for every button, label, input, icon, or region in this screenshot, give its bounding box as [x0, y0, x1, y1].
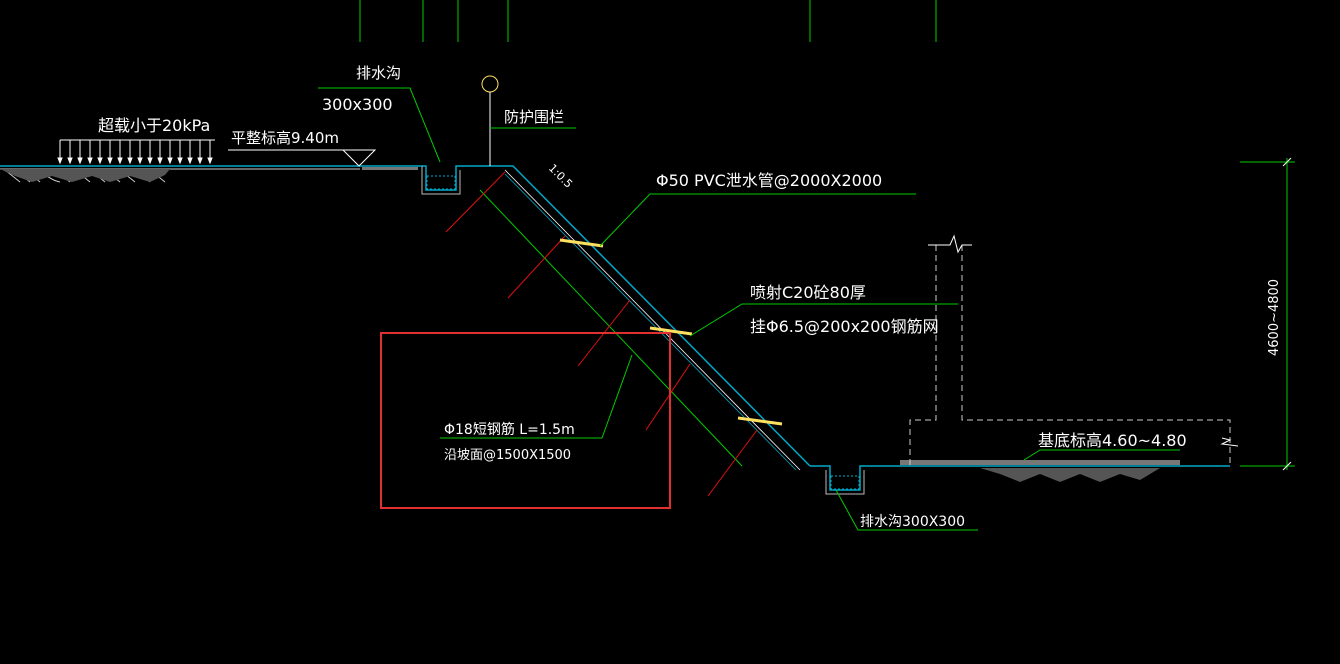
break-symbol	[928, 234, 1239, 447]
top-surface	[360, 165, 418, 170]
ground-bottom	[900, 460, 1180, 482]
base-elevation-label: 基底标高4.60~4.80	[1038, 431, 1187, 450]
drain-top-label: 排水沟	[356, 64, 401, 82]
surcharge-load-arrows	[57, 139, 215, 165]
shotcrete-label: 喷射C20砼80厚	[750, 283, 866, 302]
top-cutoff-lines	[359, 0, 937, 42]
grade-elevation-label: 平整标高9.40m	[231, 129, 339, 147]
mesh-label: 挂Φ6.5@200x200钢筋网	[750, 317, 939, 336]
drain-top-size-label: 300x300	[322, 95, 393, 114]
elevation-marker-top	[228, 149, 377, 167]
dashed-foundation	[909, 245, 1231, 466]
pvc-pipe-label: Φ50 PVC泄水管@2000X2000	[656, 171, 882, 190]
protective-railing	[481, 75, 576, 166]
drain-bottom	[810, 465, 1230, 495]
drain-top	[418, 165, 505, 195]
nail-end-line	[479, 189, 743, 467]
height-dimension	[1240, 157, 1295, 471]
short-rebar-spacing-label: 沿坡面@1500X1500	[444, 448, 571, 463]
drain-bottom-label: 排水沟300X300	[860, 514, 965, 530]
railing-label: 防护围栏	[504, 108, 564, 126]
selection-box[interactable]	[380, 332, 671, 509]
pvc-drain-pipes	[559, 238, 783, 426]
surcharge-label: 超载小于20kPa	[98, 116, 210, 135]
leader-lines	[318, 87, 1180, 531]
dimension-label: 4600~4800	[1267, 279, 1282, 356]
slope-ratio-label: 1:0.5	[546, 162, 575, 191]
short-rebar-label: Φ18短钢筋 L=1.5m	[444, 421, 575, 438]
ground-left	[0, 165, 360, 183]
